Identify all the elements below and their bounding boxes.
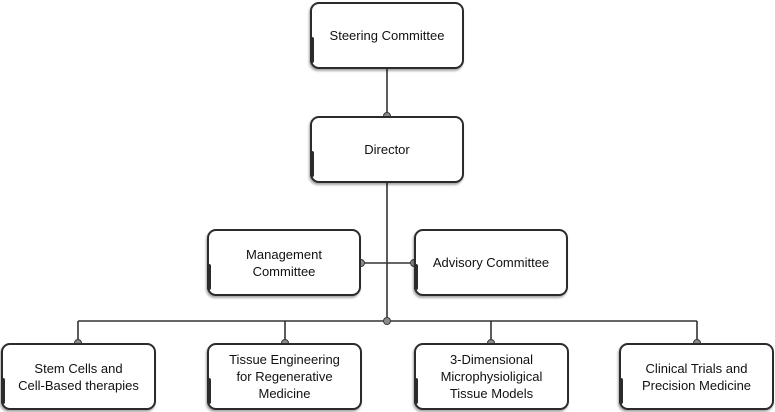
connector-dot xyxy=(383,317,391,325)
microphysiological-models-line: 3-Dimensional xyxy=(449,352,534,367)
advisory-committee-label: Advisory Committee xyxy=(432,255,550,270)
management-committee-text: Management Committee xyxy=(246,246,322,280)
advisory-committee-box: Advisory Committee xyxy=(414,229,568,296)
connector-lines xyxy=(77,68,698,343)
stem-cells-line: Stem Cells and xyxy=(34,360,123,376)
microphysiological-models-text: 3-Dimensional Microphysioligical Tissue … xyxy=(441,351,543,402)
clinical-trials-line: Precision Medicine xyxy=(641,377,752,393)
steering-committee-box: Steering Committee xyxy=(310,2,464,69)
steering-committee-label: Steering Committee xyxy=(329,28,445,43)
management-committee-box: Management Committee xyxy=(207,229,361,296)
stem-cells-text: Stem Cells and Cell-Based therapies xyxy=(18,360,139,394)
stem-cells-line: Cell-Based therapies xyxy=(18,377,139,393)
tissue-engineering-line: Tissue Engineering xyxy=(229,352,340,367)
microphysiological-models-line: Tissue Models xyxy=(449,386,534,401)
director-label: Director xyxy=(364,142,410,157)
microphysiological-models-box: 3-Dimensional Microphysioligical Tissue … xyxy=(414,343,569,410)
tissue-engineering-line: Medicine xyxy=(258,386,311,401)
tissue-engineering-box: Tissue Engineering for Regenerative Medi… xyxy=(207,343,362,410)
tissue-engineering-line: for Regenerative xyxy=(236,369,333,384)
director-box: Director xyxy=(310,116,464,183)
management-committee-line: Management xyxy=(246,246,322,262)
clinical-trials-text: Clinical Trials and Precision Medicine xyxy=(642,360,751,394)
clinical-trials-box: Clinical Trials and Precision Medicine xyxy=(619,343,774,410)
tissue-engineering-text: Tissue Engineering for Regenerative Medi… xyxy=(229,351,340,402)
clinical-trials-line: Clinical Trials and xyxy=(645,360,748,376)
stem-cells-box: Stem Cells and Cell-Based therapies xyxy=(1,343,156,410)
management-committee-line: Committee xyxy=(252,263,316,279)
microphysiological-models-line: Microphysioligical xyxy=(440,369,543,384)
